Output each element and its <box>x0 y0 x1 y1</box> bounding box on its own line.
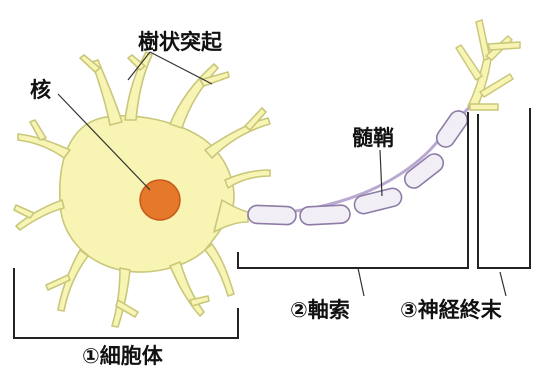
label-nucleus: 核 <box>30 80 51 101</box>
label-axon: ②軸索 <box>290 300 350 321</box>
label-nerve-terminal: ③神経終末 <box>400 300 502 321</box>
label-myelin-sheath: 髄鞘 <box>352 128 394 149</box>
label-dendrite: 樹状突起 <box>138 32 222 53</box>
terminal-bracket <box>478 108 530 268</box>
label-cell-body: ①細胞体 <box>82 346 163 367</box>
cell-body-shape <box>14 52 270 327</box>
nerve-terminal-shape <box>456 20 520 110</box>
